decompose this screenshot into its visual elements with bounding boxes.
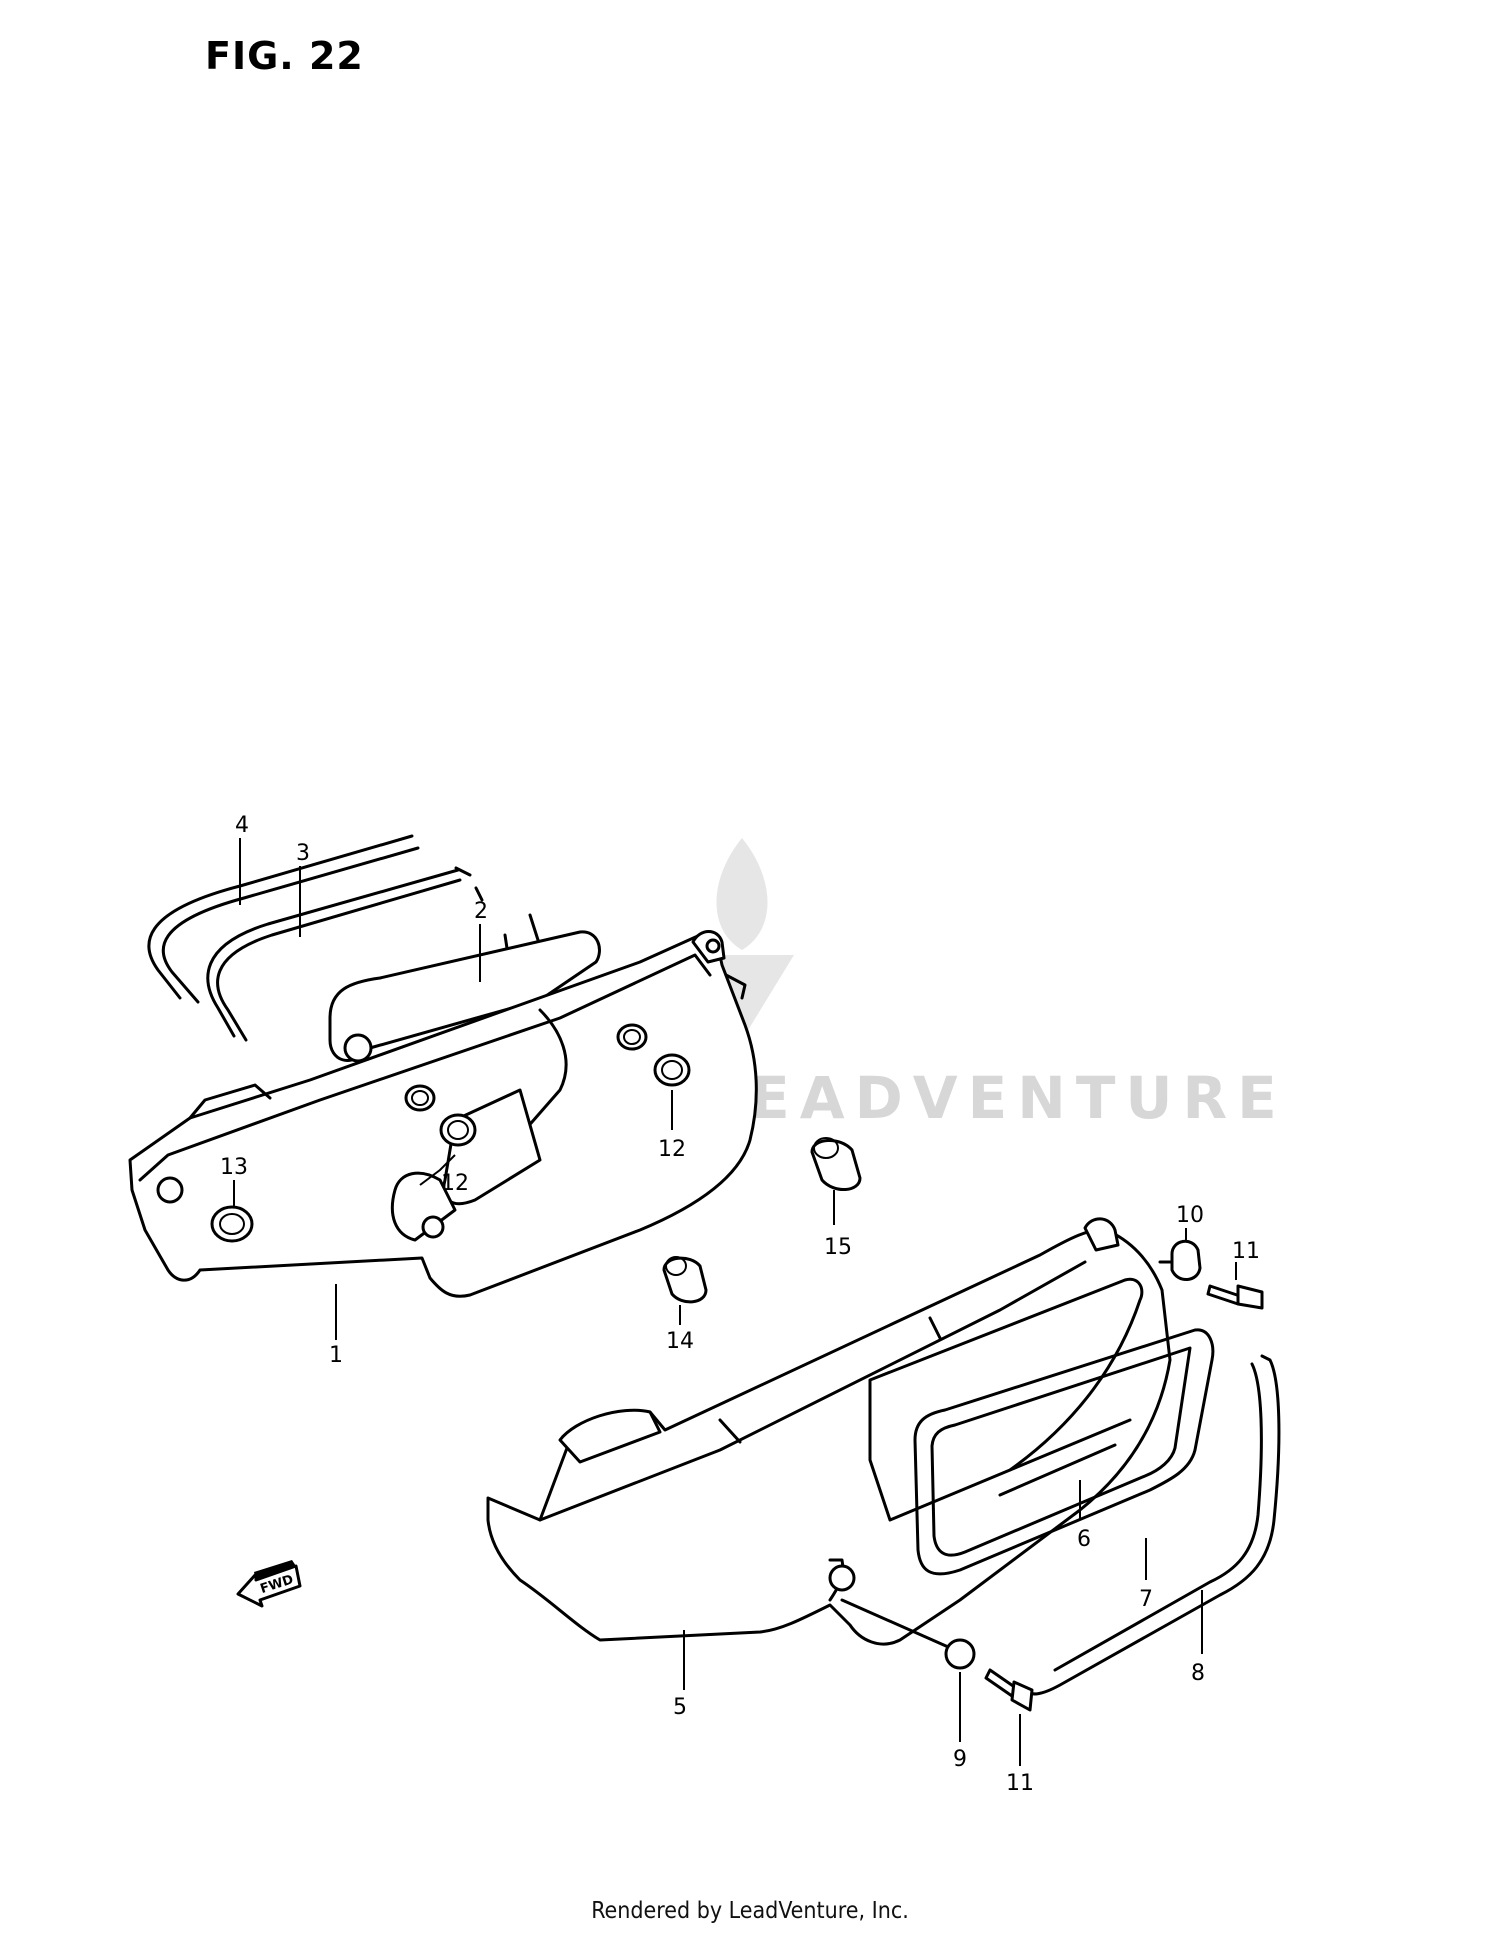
part-3-dash-b [528, 913, 540, 942]
part-12-grommet-d[interactable] [653, 1053, 691, 1087]
callout-3: 3 [296, 841, 310, 866]
part-7-emblem-frame-inner [930, 1346, 1192, 1557]
part-9-washer[interactable] [840, 1598, 976, 1670]
part-1-hole-b [421, 1215, 445, 1239]
part-4-trim-strip-inner [147, 834, 414, 1000]
part-15-cushion[interactable] [810, 1137, 862, 1191]
part-13-grommet[interactable] [210, 1205, 254, 1243]
part-1-clip [724, 973, 747, 1000]
callout-10: 10 [1176, 1203, 1204, 1228]
watermark-text: LEADVENTURE [703, 1064, 1287, 1132]
part-12-grommet-b[interactable] [439, 1113, 477, 1147]
part-11-bolt-bottom[interactable] [984, 1668, 1034, 1712]
part-1-frame-cover-inner [488, 1008, 568, 1162]
callout-14: 14 [666, 1329, 694, 1354]
part-2-bracket-hole [343, 1033, 373, 1063]
callout-11-top: 11 [1232, 1239, 1260, 1264]
part-1-frame-cover-edge [138, 953, 712, 1182]
footer-credit: Rendered by LeadVenture, Inc. [591, 1898, 909, 1924]
callout-8: 8 [1191, 1661, 1205, 1686]
part-8-outer-trim-inner [1053, 1362, 1263, 1672]
callout-leader-lines [233, 838, 1237, 1766]
callout-7: 7 [1139, 1587, 1153, 1612]
part-2-bracket[interactable] [328, 930, 601, 1062]
part-5-frame-cover-ridge-2 [718, 1316, 942, 1444]
callout-6: 6 [1077, 1527, 1091, 1552]
callout-2: 2 [474, 899, 488, 924]
callout-5: 5 [673, 1695, 687, 1720]
fwd-arrow-icon: FWD [236, 1560, 302, 1608]
part-1-hole-a [156, 1176, 184, 1204]
part-3-trim-strip[interactable] [216, 878, 462, 1042]
part-11-bolt-top[interactable] [1206, 1284, 1264, 1310]
figure-title: FIG. 22 [205, 34, 364, 78]
callout-1: 1 [329, 1343, 343, 1368]
callout-11-bottom: 11 [1006, 1771, 1034, 1796]
callout-4: 4 [235, 813, 249, 838]
callout-12-right: 12 [658, 1137, 686, 1162]
part-1-frame-cover-lip [188, 1083, 272, 1120]
part-5-frame-cover-mount [1083, 1217, 1120, 1252]
part-6-emblem[interactable] [998, 1418, 1132, 1497]
leadventure-watermark: LEADVENTURE [690, 838, 1287, 1132]
part-3-trim-strip-inner [206, 868, 460, 1038]
part-4-trim-strip[interactable] [161, 846, 420, 1004]
part-5-frame-cover-tab [558, 1408, 662, 1464]
callout-12-left: 12 [441, 1171, 469, 1196]
part-5-frame-cover-window [868, 1277, 1144, 1522]
part-12-grommet-c[interactable] [616, 1023, 648, 1051]
part-7-emblem-frame[interactable] [913, 1328, 1215, 1576]
part-14-cushion[interactable] [662, 1256, 708, 1304]
part-5-frame-cover[interactable] [486, 1228, 1172, 1646]
callout-15: 15 [824, 1235, 852, 1260]
callout-labels: 4 3 2 13 12 12 1 15 14 10 11 6 7 8 5 9 1… [220, 813, 1260, 1796]
part-12-grommet-a[interactable] [404, 1084, 436, 1112]
part-5-frame-cover-ridge [538, 1260, 1087, 1522]
part-1-hole-c [705, 938, 721, 954]
callout-13: 13 [220, 1155, 248, 1180]
part-3-dash-a [454, 866, 484, 902]
part-5-hole [828, 1564, 856, 1592]
part-8-outer-trim[interactable] [1023, 1354, 1281, 1696]
part-10-washer[interactable] [1158, 1239, 1202, 1281]
callout-9: 9 [953, 1747, 967, 1772]
